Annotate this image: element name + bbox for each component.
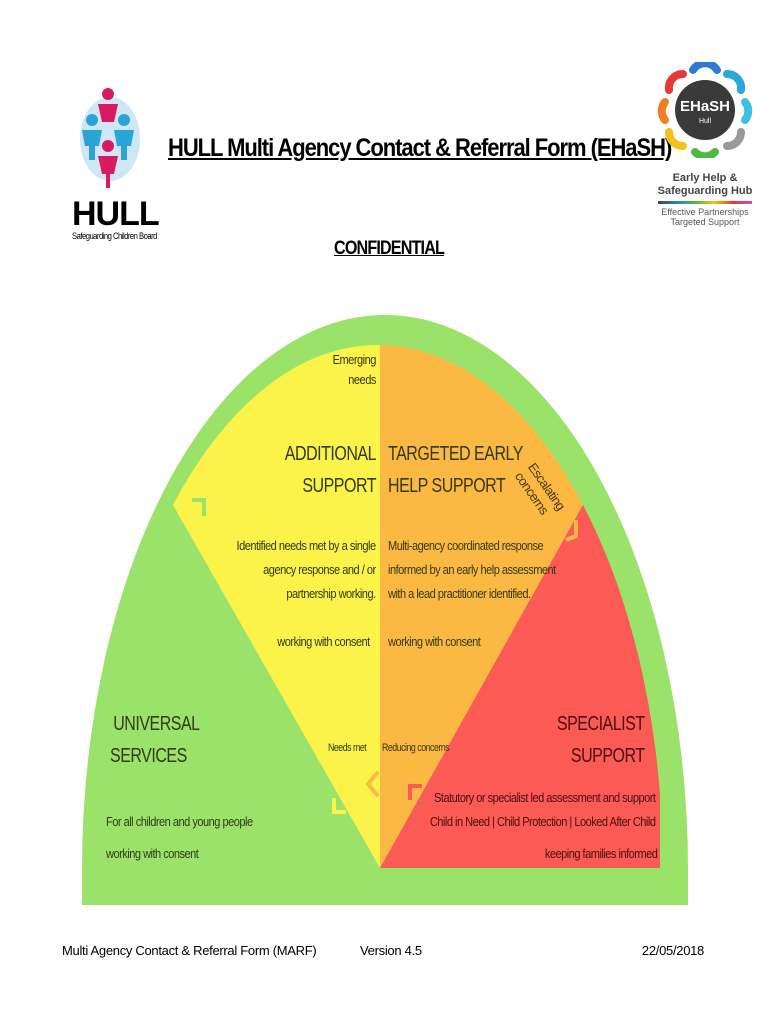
additional-desc-1: Identified needs met by a single [236, 538, 377, 553]
emerging-label-2: needs [348, 372, 376, 387]
additional-desc-2: agency response and / or [263, 562, 377, 577]
specialist-wedge [380, 505, 660, 868]
chevron-needs-met-icon [332, 798, 346, 814]
hull-logo-subtitle: Safeguarding Children Board [72, 231, 157, 241]
specialist-desc-1: Statutory or specialist led assessment a… [433, 790, 656, 805]
targeted-title-1: TARGETED EARLY [388, 443, 523, 465]
rainbow-divider [658, 201, 752, 204]
specialist-title-1: SPECIALIST [557, 713, 645, 735]
ehash-line1: Early Help & [672, 172, 738, 184]
chevron-emerging-icon [384, 361, 396, 389]
confidential-label: CONFIDENTIAL [334, 238, 445, 259]
additional-consent: working with consent [277, 634, 371, 649]
ehash-circle-icon [657, 62, 753, 158]
targeted-consent: working with consent [388, 634, 481, 649]
targeted-desc-2: informed by an early help assessment [388, 562, 556, 577]
additional-title-2: SUPPORT [302, 475, 376, 497]
footer-form-name: Multi Agency Contact & Referral Form (MA… [62, 943, 317, 958]
specialist-note: keeping families informed [544, 846, 657, 861]
children-figures-icon [80, 88, 140, 188]
ehash-line2: Safeguarding Hub [657, 185, 753, 197]
universal-title-2: SERVICES [110, 745, 187, 767]
footer-version: Version 4.5 [360, 943, 422, 958]
needs-met-label: Needs met [328, 742, 367, 754]
chevron-specialist-icon [408, 784, 422, 800]
universal-desc: For all children and young people [106, 814, 253, 829]
page-title: HULL Multi Agency Contact & Referral For… [168, 134, 672, 162]
ehash-tag2: Targeted Support [670, 217, 740, 227]
targeted-wedge [380, 345, 583, 868]
chevron-escalating-icon [565, 520, 578, 542]
ehash-logo: EHaSH Hull Early Help & Safeguarding Hub… [650, 62, 760, 252]
additional-wedge [173, 344, 380, 868]
universal-consent: working with consent [106, 846, 199, 861]
targeted-desc-1: Multi-agency coordinated response [388, 538, 544, 553]
reducing-concerns-label: Reducing concerns [382, 742, 450, 754]
hull-logo-text: HULL [72, 195, 160, 233]
universal-title-1: UNIVERSAL [113, 713, 200, 735]
ehash-logo-name: EHaSH [679, 98, 731, 115]
ehash-tag1: Effective Partnerships [661, 207, 749, 217]
specialist-desc-2: Child in Need | Child Protection | Looke… [429, 814, 655, 829]
hull-safeguarding-logo: HULL Safeguarding Children Board [72, 84, 160, 241]
ehash-logo-sub: Hull [698, 118, 712, 125]
chevron-reducing-icon [365, 770, 380, 798]
footer-date: 22/05/2018 [641, 943, 704, 958]
targeted-desc-3: with a lead practitioner identified. [388, 586, 531, 601]
targeted-title-2: HELP SUPPORT [388, 475, 506, 497]
chevron-left-icon [192, 498, 206, 516]
specialist-title-2: SUPPORT [571, 745, 645, 767]
additional-title-1: ADDITIONAL [284, 443, 377, 465]
emerging-label: Emerging [332, 352, 377, 367]
additional-desc-3: partnership working. [286, 586, 377, 601]
